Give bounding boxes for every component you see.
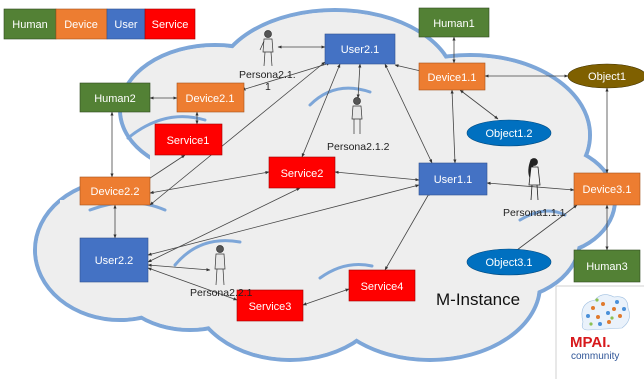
human3-label: Human3 [586,261,628,273]
node-device2-2: Device2.2 [79,176,151,206]
persona-2-1-1-label-line1: Persona2.1. [239,69,296,81]
node-human2: Human2 [79,82,151,113]
human1-label: Human1 [433,18,475,30]
node-user2-2: User2.2 [79,237,149,283]
persona-figure-1-1-1 [528,158,541,201]
human2-label: Human2 [94,93,136,105]
node-object3-1: Object3.1 [466,248,552,276]
legend-device-label: Device [64,19,98,31]
mpai-logo: MPAI. community [555,285,644,379]
node-device2-1: Device2.1 [176,82,245,113]
node-user2-1: User2.1 [324,33,396,65]
mpai-community: community [571,351,619,362]
node-service4: Service4 [348,269,416,302]
legend-service-swatch [144,8,196,40]
user2-2-label: User2.2 [95,255,134,267]
user1-1-label: User1.1 [434,174,473,186]
service3-label: Service3 [249,301,292,313]
mpai-brand: MPAI. [570,334,611,351]
device3-1-label: Device3.1 [583,184,632,196]
service4-label: Service4 [361,281,404,293]
persona-figure-2-1-2 [351,97,363,134]
connections [110,36,609,306]
device2-1-label: Device2.1 [186,93,235,105]
node-human3: Human3 [573,249,641,283]
persona-2-1-2-label: Persona2.1.2 [327,141,390,153]
legend-user-label: User [114,19,138,31]
node-service1: Service1 [154,123,223,156]
node-user1-1: User1.1 [418,162,488,196]
node-human1: Human1 [418,7,490,38]
node-object1: Object1 [567,63,644,89]
node-service3: Service3 [236,289,304,322]
persona-1-1-1-label: Persona1.1.1 [503,207,566,219]
legend-service-label: Service [152,19,189,31]
device1-1-label: Device1.1 [428,72,477,84]
legend-device-swatch [55,8,108,40]
persona-figure-2-2-1 [214,245,226,286]
node-device3-1: Device3.1 [573,172,641,206]
m-instance-label: M-Instance [436,290,520,309]
device2-2-label: Device2.2 [91,186,140,198]
node-object1-2: Object1.2 [466,119,552,147]
service1-label: Service1 [167,135,210,147]
legend-human-swatch [3,8,57,40]
object1-2-label: Object1.2 [485,128,532,140]
persona-figure-2-1-1 [259,30,274,67]
object1-label: Object1 [588,71,626,83]
user2-1-label: User2.1 [341,44,380,56]
brain-icon [581,294,630,331]
persona-2-1-1-label-line2: 1 [265,81,271,93]
legend-user-swatch [106,8,146,40]
legend-human-label: Human [12,19,47,31]
node-service2: Service2 [268,156,336,189]
service2-label: Service2 [281,168,324,180]
object3-1-label: Object3.1 [485,257,532,269]
legend: Human Device User Service [3,8,196,40]
persona-2-2-1-label: Persona2.2.1 [190,287,253,299]
node-device1-1: Device1.1 [418,62,486,91]
